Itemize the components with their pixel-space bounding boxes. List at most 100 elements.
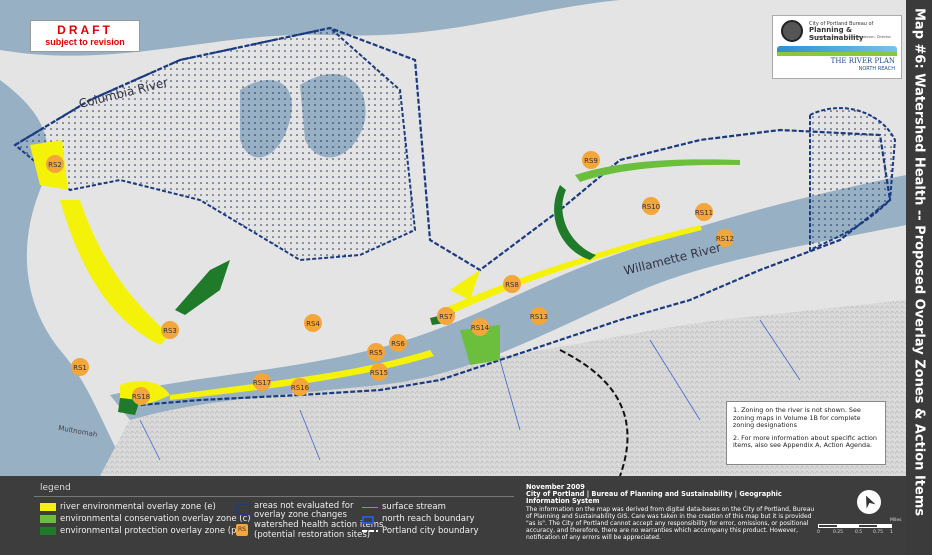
scale-tick: 0 [817,530,820,535]
scale-segment [838,524,858,528]
rs9-label: RS9 [584,157,598,165]
rs6-label: RS6 [391,340,405,348]
legend-north-reach: north reach boundary [382,514,475,524]
city-boundary-line [559,349,629,476]
rs7-badge: RS7 [437,307,455,325]
logo-org-line3: Sam Adams, Mayor | Susan Anderson, Direc… [809,35,891,39]
scale-tick: 1 [890,530,893,535]
swatch-env-conservation [40,515,56,523]
swatch-river-env [40,503,56,511]
logo-plan-title: THE RIVER PLAN [830,57,895,65]
rs7-label: RS7 [439,313,453,321]
rs17-badge: RS17 [253,373,271,391]
legend-divider [34,496,514,497]
rs12-badge: RS12 [716,229,734,247]
rs4-label: RS4 [306,320,320,328]
rs2-badge: RS2 [46,155,64,173]
map-title: Map #6: Watershed Health -- Proposed Ove… [911,8,927,517]
rs1-label: RS1 [73,364,87,372]
rs9-badge: RS9 [582,151,600,169]
columbia-river [0,0,620,56]
rs1-badge: RS1 [71,358,89,376]
willamette-river [110,175,906,420]
surface-streams [139,319,801,461]
scale-tick: 0.25 [833,530,844,535]
forest-park-hills [100,300,906,476]
rs3-label: RS3 [163,327,177,335]
zone-c-rs9 [575,159,740,182]
legend-panel: legend river environmental overlay zone … [0,476,906,555]
rs10-badge: RS10 [642,197,660,215]
scale-segment [858,524,878,528]
rs17-label: RS17 [253,379,271,387]
zone-p-rs18 [118,398,140,415]
scale-unit: Miles [890,518,902,523]
city-seal-icon [781,20,803,42]
info-disclaimer: The information on the map was derived f… [526,505,815,542]
swatch-env-protection [40,527,56,535]
legend-not-evaluated-2: overlay zone changes [254,510,347,520]
north-area-not-evaluated [13,26,417,262]
scale-tick: 0.75 [873,530,884,535]
swatch-city-boundary [362,530,378,532]
note-1: 1. Zoning on the river is not shown. See… [733,406,861,429]
rs11-label: RS11 [695,209,713,217]
zone-e-rs7 [450,270,480,300]
map-drawing: RS1 RS2 RS3 RS4 RS5 RS6 RS7 RS8 RS9 RS10… [0,0,906,476]
scale-segment [818,524,838,528]
rs4-badge: RS4 [304,314,322,332]
logo-wave-blue [777,46,897,52]
swatch-action-item: RS [236,524,248,536]
rs13-label: RS13 [530,313,548,321]
logo-wave-green [777,52,897,56]
rs18-label: RS18 [132,393,150,401]
action-badges: RS1 RS2 RS3 RS4 RS5 RS6 RS7 RS8 RS9 RS10… [46,151,734,405]
scale-tick: 0.5 [855,530,863,535]
multnomah-channel [0,80,130,476]
draft-title: DRAFT [57,23,113,37]
rs15-label: RS15 [370,369,388,377]
rs3-badge: RS3 [161,321,179,339]
draft-subtitle: subject to revision [45,37,125,47]
zone-c-rs14 [460,325,500,365]
rs5-label: RS5 [369,349,383,357]
swatch-north-reach [362,516,374,524]
info-org: City of Portland | Bureau of Planning an… [526,490,782,506]
map-canvas[interactable]: RS1 RS2 RS3 RS4 RS5 RS6 RS7 RS8 RS9 RS10… [0,0,906,476]
legend-city-boundary: Portland city boundary [382,526,479,536]
rs16-label: RS16 [291,384,310,392]
rs11-badge: RS11 [695,203,713,221]
logo-org-line2: Planning & Sustainability [809,26,864,42]
zone-e-west-bank [60,200,170,345]
rs5-badge: RS5 [367,343,385,361]
legend-env-conservation: environmental conservation overlay zone … [60,514,251,524]
note-2: 2. For more information about specific a… [733,433,877,449]
rs13-badge: RS13 [530,307,548,325]
rs14-label: RS14 [471,324,490,332]
legend-env-protection: environmental protection overlay zone (p… [60,526,240,536]
legend-action-items-1: watershed health action items [254,520,384,530]
rs16-badge: RS16 [291,378,310,396]
info-date: November 2009 [526,483,585,491]
rs14-badge: RS14 [471,318,490,336]
rs12-label: RS12 [716,235,734,243]
map-notes: 1. Zoning on the river is not shown. See… [726,401,886,465]
rs6-badge: RS6 [389,334,407,352]
rs10-label: RS10 [642,203,660,211]
scale-segment [878,524,892,528]
legend-not-evaluated-1: areas not evaluated for [254,501,354,511]
zone-p-rs9-curve [554,185,596,260]
zone-e-southwest-bank [170,350,434,400]
draft-stamp: DRAFT subject to revision [30,20,140,52]
legend-action-items-2: (potential restoration sites) [254,530,371,540]
north-reach-boundary [14,26,892,407]
logo-plan-subtitle: NORTH REACH [858,66,895,72]
rs18-badge: RS18 [132,387,150,405]
info-block: November 2009 City of Portland | Bureau … [526,483,816,542]
swatch-not-evaluated [236,504,250,515]
legend-river-env: river environmental overlay zone (e) [60,502,216,512]
rs8-badge: RS8 [503,275,521,293]
rs15-badge: RS15 [370,363,388,381]
river-plan-logo: City of Portland Bureau of Planning & Su… [772,15,902,79]
zone-e-east-bank [440,225,702,318]
